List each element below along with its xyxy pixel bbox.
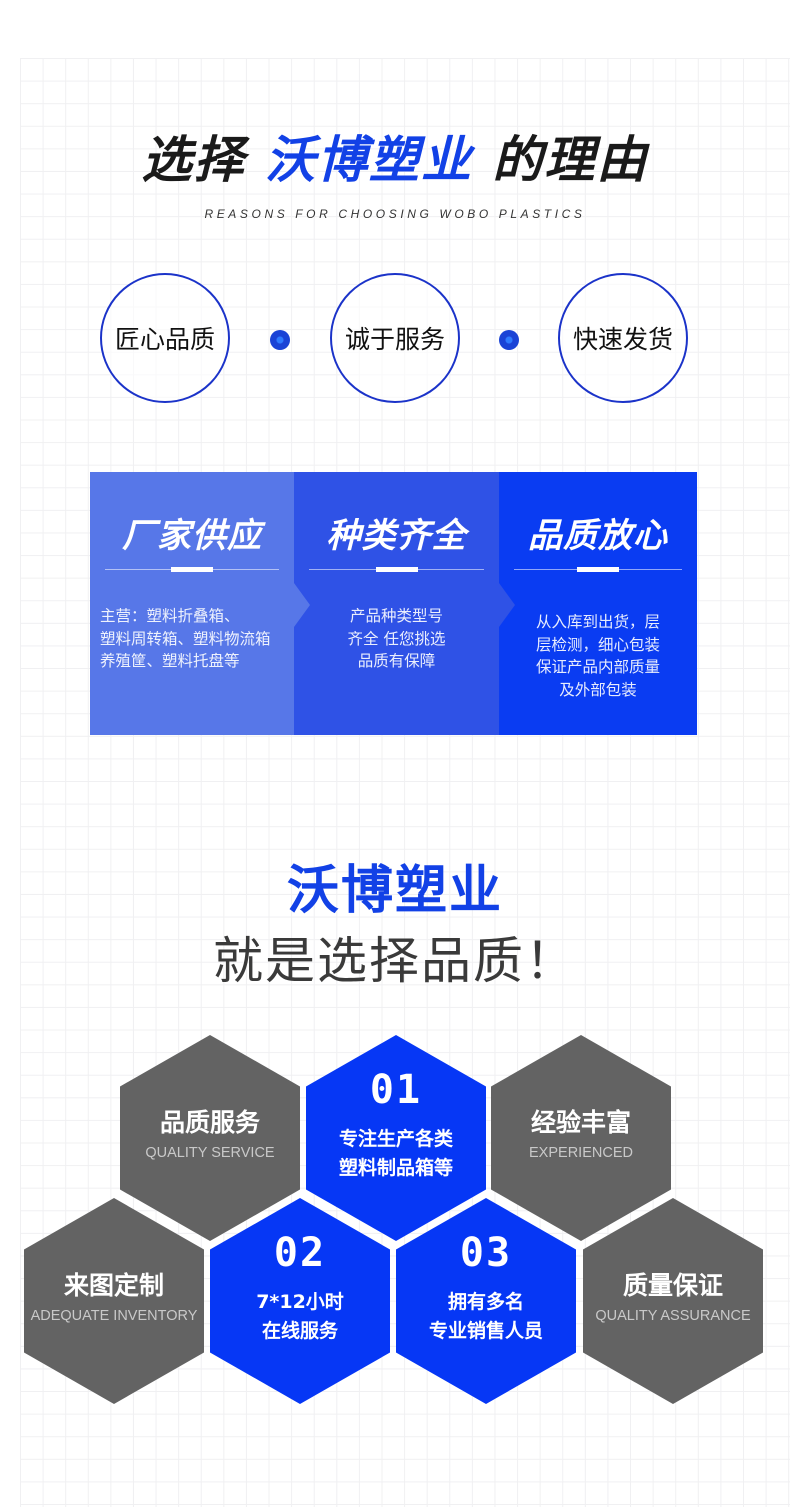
panel-title: 种类齐全 — [326, 516, 467, 556]
panel-title: 厂家供应 — [122, 516, 262, 556]
value-label: 快速发货 — [572, 325, 673, 354]
value-circle-craftsmanship: 匠心品质 — [100, 273, 230, 403]
panel-line: 养殖筐、塑料托盘等 — [100, 652, 240, 670]
panel-line: 产品种类型号 — [349, 607, 443, 625]
value-label: 诚于服务 — [344, 325, 445, 354]
title-prefix: 选择 — [141, 131, 246, 189]
hex-item-01: 01 专注生产各类 塑料制品箱等 — [306, 1035, 486, 1241]
panel-line: 主营：塑料折叠箱、 — [100, 607, 240, 625]
title-suffix: 的理由 — [492, 131, 649, 189]
hex-custom-drawing: 来图定制 ADEQUATE INVENTORY — [24, 1198, 204, 1404]
panel-line: 及外部包装 — [559, 680, 637, 699]
hex-subtitle: QUALITY SERVICE — [145, 1145, 275, 1161]
hex-line: 在线服务 — [261, 1320, 338, 1342]
section-subtitle: REASONS FOR CHOOSING WOBO PLASTICS — [204, 207, 586, 221]
divider-accent — [577, 567, 619, 572]
hex-line: 7*12小时 — [256, 1291, 344, 1313]
hex-experienced: 经验丰富 EXPERIENCED — [491, 1035, 671, 1241]
hex-title: 经验丰富 — [530, 1108, 631, 1137]
divider-accent — [375, 567, 418, 572]
slogan-tagline: 就是选择品质！ — [213, 932, 577, 990]
panel-quality-assured: 品质放心 从入库到出货，层 层检测，细心包装 保证产品内部质量 及外部包装 — [499, 472, 697, 735]
hex-description: 专注生产各类 塑料制品箱等 — [306, 1125, 486, 1183]
panel-title: 品质放心 — [528, 516, 668, 556]
panel-line: 层检测，细心包装 — [535, 635, 660, 654]
hex-item-03: 03 拥有多名 专业销售人员 — [396, 1198, 576, 1404]
panel-line: 塑料周转箱、塑料物流箱 — [100, 629, 271, 648]
dot-separator-icon — [270, 330, 290, 350]
arrow-right-icon — [499, 583, 515, 627]
panel-line: 品质有保障 — [357, 652, 436, 670]
hex-number: 02 — [273, 1230, 327, 1276]
hex-line: 专业销售人员 — [428, 1320, 543, 1342]
dot-separator-icon — [499, 330, 519, 350]
divider-accent — [171, 567, 213, 572]
hex-description: 拥有多名 专业销售人员 — [396, 1288, 576, 1346]
panel-line: 保证产品内部质量 — [535, 658, 660, 676]
panel-factory-supply: 厂家供应 主营：塑料折叠箱、 塑料周转箱、塑料物流箱 养殖筐、塑料托盘等 — [90, 472, 294, 735]
panel-body: 产品种类型号 齐全 任您挑选 品质有保障 — [302, 605, 491, 673]
panel-body: 从入库到出货，层 层检测，细心包装 保证产品内部质量 及外部包装 — [507, 611, 689, 701]
panel-line: 齐全 任您挑选 — [347, 629, 446, 648]
title-brand: 沃博塑业 — [265, 131, 473, 189]
hex-title: 质量保证 — [622, 1271, 723, 1300]
value-circle-service: 诚于服务 — [330, 273, 460, 403]
hex-quality-assurance: 质量保证 QUALITY ASSURANCE — [583, 1198, 763, 1404]
hex-item-02: 02 7*12小时 在线服务 — [210, 1198, 390, 1404]
value-circle-shipping: 快速发货 — [558, 273, 688, 403]
panel-full-range: 种类齐全 产品种类型号 齐全 任您挑选 品质有保障 — [294, 472, 499, 735]
hex-description: 7*12小时 在线服务 — [210, 1288, 390, 1346]
hex-title: 来图定制 — [63, 1271, 164, 1300]
panel-line: 从入库到出货，层 — [535, 613, 660, 631]
section-title: 选择 沃博塑业 的理由 — [0, 128, 790, 192]
hex-subtitle: QUALITY ASSURANCE — [595, 1308, 751, 1324]
hex-title: 品质服务 — [159, 1108, 260, 1137]
arrow-right-icon — [294, 583, 310, 627]
hex-line: 专注生产各类 — [338, 1128, 453, 1150]
hex-quality-service: 品质服务 QUALITY SERVICE — [120, 1035, 300, 1241]
hex-number: 01 — [369, 1067, 423, 1113]
hex-line: 拥有多名 — [447, 1291, 524, 1313]
hex-subtitle: EXPERIENCED — [529, 1145, 633, 1161]
hex-number: 03 — [459, 1230, 513, 1276]
panel-body: 主营：塑料折叠箱、 塑料周转箱、塑料物流箱 养殖筐、塑料托盘等 — [100, 605, 290, 673]
hex-subtitle: ADEQUATE INVENTORY — [30, 1308, 198, 1324]
value-label: 匠心品质 — [114, 325, 215, 354]
slogan-brand: 沃博塑业 — [286, 861, 503, 921]
hex-line: 塑料制品箱等 — [338, 1157, 453, 1179]
